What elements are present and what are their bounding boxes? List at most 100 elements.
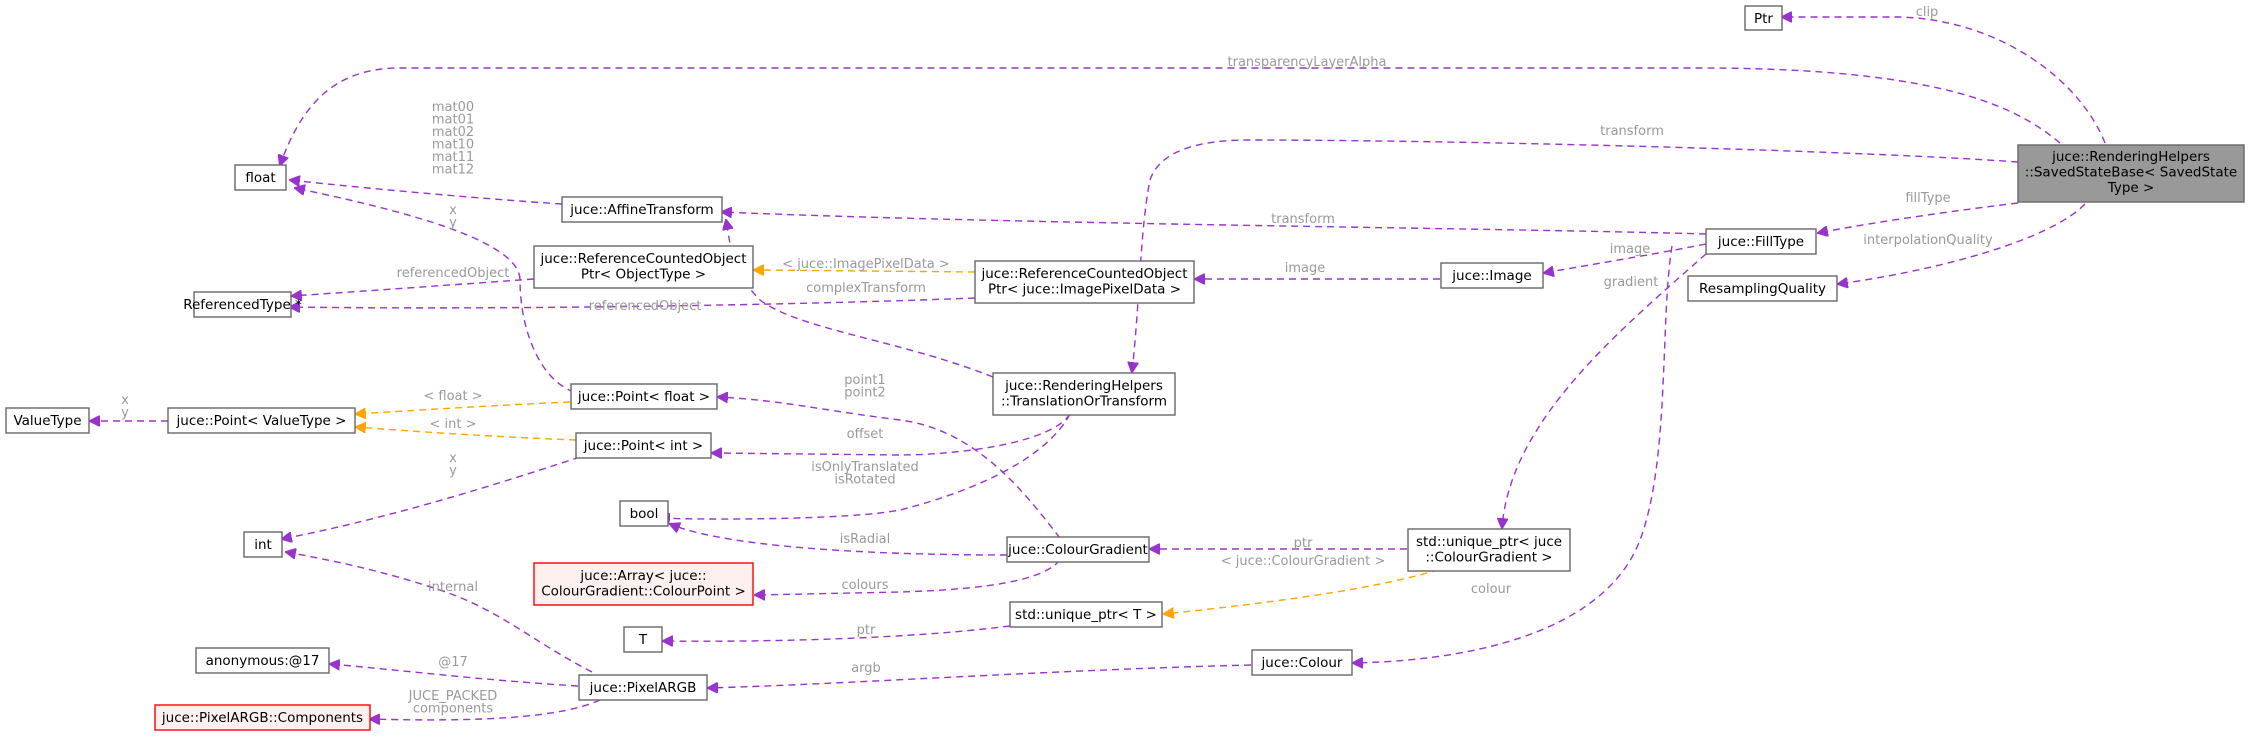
text-line: mat00 [432,100,474,115]
text-line: juce::RenderingHelpers [1004,378,1163,394]
text-line: juce::RenderingHelpers [2051,149,2210,165]
node-point-value-type[interactable]: juce::Point< ValueType > [167,407,356,434]
node-anonymous-17[interactable]: anonymous:@17 [195,647,330,674]
text-line: x [121,393,129,408]
text-line: x [449,203,457,218]
svg-text:bool: bool [630,506,659,522]
svg-text:ReferencedType *: ReferencedType * [183,297,302,313]
text-line: ColourGradient::ColourPoint > [541,584,746,600]
text-line: Type > [2107,180,2155,196]
edge-unique-cg-to-unique-t [1164,565,1451,614]
text-line: Ptr< juce::ImagePixelData > [988,282,1181,298]
text-line: juce::ReferenceCountedObject [539,251,746,267]
text-line: y [121,406,129,421]
node-colour-gradient[interactable]: juce::ColourGradient [1006,536,1150,563]
svg-text:int: int [254,537,272,553]
text-line: < juce::ColourGradient > [1221,554,1386,569]
text-line: Ptr< ObjectType > [581,267,706,283]
edge-label-image-rco: image [1285,261,1326,276]
node-pixel-argb-components[interactable]: juce::PixelARGB::Components [154,704,371,731]
text-line: fillType [1905,191,1950,206]
node-int[interactable]: int [243,531,283,558]
node-t[interactable]: T [623,626,663,653]
svg-text:std::unique_ptr< juce::ColourG: std::unique_ptr< juce::ColourGradient > [1416,534,1562,566]
edge-translation-to-point-int [712,413,1071,455]
text-line: T [638,632,648,648]
text-line: juce::Point< int > [583,438,703,454]
edge-translation-to-affine [726,220,994,378]
edges [90,17,2106,720]
edge-label-referenced-object-1: referencedObject [397,266,510,281]
node-ptr[interactable]: Ptr [1744,5,1783,31]
svg-text:anonymous:@17: anonymous:@17 [206,653,320,669]
edge-filltype-to-unique-cg [1502,245,1716,528]
text-line: complexTransform [806,281,926,296]
edge-filltype [1818,202,2019,233]
node-point-float[interactable]: juce::Point< float > [570,383,718,410]
svg-text:juce::Colour: juce::Colour [1261,655,1343,671]
svg-text:juce::FillType: juce::FillType [1717,234,1804,250]
svg-text:juce::Point< ValueType >: juce::Point< ValueType > [176,413,347,429]
node-unique-ptr-colour-gradient[interactable]: std::unique_ptr< juce::ColourGradient > [1407,528,1571,572]
text-line: isRotated [834,473,895,488]
edge-point-int-to-int [282,456,581,539]
node-float[interactable]: float [234,164,287,191]
node-resampling-quality[interactable]: ResamplingQuality [1687,275,1838,302]
node-saved-state-base[interactable]: juce::RenderingHelpers::SavedStateBase< … [2017,144,2245,203]
text-line: bool [630,506,659,522]
text-line: anonymous:@17 [206,653,320,669]
node-point-int[interactable]: juce::Point< int > [575,432,712,459]
edge-pixelargb-to-anonymous [330,664,579,687]
text-line: colours [841,578,888,593]
edge-label-colour: colour [1471,582,1512,597]
node-colour[interactable]: juce::Colour [1251,649,1353,676]
node-translation-or-transform[interactable]: juce::RenderingHelpers::TranslationOrTra… [992,372,1176,416]
text-line: point2 [844,386,885,401]
node-fill-type[interactable]: juce::FillType [1705,228,1817,255]
edge-clip [1782,17,2106,144]
node-array-colour-point[interactable]: juce::Array< juce::ColourGradient::Colou… [533,562,754,606]
node-affine-transform[interactable]: juce::AffineTransform [561,196,723,223]
text-line: ptr [1294,536,1313,551]
node-referenced-type-ptr[interactable]: ReferencedType * [183,291,302,318]
edge-filltype-to-image [1544,243,1707,273]
node-value-type[interactable]: ValueType [5,407,90,434]
svg-text:juce::ColourGradient: juce::ColourGradient [1007,542,1148,558]
text-line: mat10 [432,138,474,153]
edge-colour-to-pixelargb [708,664,1252,688]
text-line: juce::Point< float > [577,389,710,405]
text-line: internal [428,580,478,595]
text-line: ::TranslationOrTransform [1001,394,1167,410]
node-unique-ptr-t[interactable]: std::unique_ptr< T > [1009,601,1163,628]
edge-pixelargb-to-components [370,699,601,720]
text-line: juce::AffineTransform [569,202,713,218]
text-line: y [449,216,457,231]
text-line: image [1610,242,1651,257]
edge-point-float-to-float [295,188,575,393]
svg-text:juce::Point< float >: juce::Point< float > [577,389,710,405]
edge-label-at17: @17 [438,655,468,670]
edge-label-lt-int: < int > [430,417,477,432]
node-pixel-argb[interactable]: juce::PixelARGB [578,674,708,701]
svg-text:juce::Point< int >: juce::Point< int > [583,438,703,454]
edge-rco-image-to-reftype [290,297,976,308]
svg-text:T: T [638,632,648,648]
edge-label-lt-float: < float > [423,389,482,404]
node-image[interactable]: juce::Image [1440,262,1544,289]
text-line: @17 [438,655,468,670]
edge-label-image-pixel-data: < juce::ImagePixelData > [782,257,950,272]
edge-colourgradient-to-point-float [718,397,1061,539]
text-line: ptr [857,623,876,638]
edge-transparency-layer-alpha [280,67,2061,165]
text-line: clip [1916,5,1939,20]
edge-point-float-to-point-vt [356,401,571,414]
node-bool[interactable]: bool [619,500,669,527]
